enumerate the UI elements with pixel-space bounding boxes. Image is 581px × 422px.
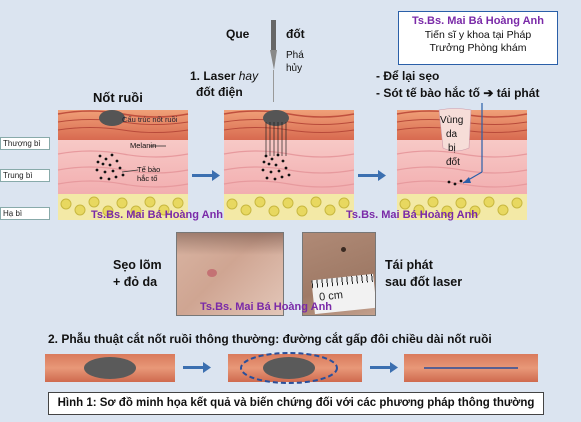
flow-arrow-2: [358, 170, 386, 181]
result-recur-post: tái phát: [496, 86, 540, 100]
annot-burned-1: Vùng: [440, 115, 464, 126]
tool-label-left: Que: [226, 27, 250, 41]
scar-label-2: + đỏ da: [113, 275, 158, 289]
caption: Hình 1: Sơ đồ minh họa kết quả và biến c…: [57, 397, 535, 409]
mole-body: [99, 110, 125, 126]
author-position: Trưởng Phòng khám: [429, 42, 527, 54]
author-title: Tiến sĩ y khoa tại Pháp: [424, 29, 532, 41]
skin-block-before: [57, 109, 189, 221]
step1-hay: hay: [238, 69, 259, 83]
step1-label: 1. Laser hay: [190, 69, 258, 83]
scar-label-1: Sẹo lõm: [113, 258, 162, 272]
flow-arrow-1: [192, 170, 220, 181]
author-name: Ts.Bs. Mai Bá Hoàng Anh: [411, 15, 544, 27]
result-recur-pre: - Sót tế bào hắc tố: [376, 86, 481, 100]
watermark: Ts.Bs. Mai Bá Hoàng Anh: [346, 209, 479, 221]
annot-cells-1: Tế bào: [137, 165, 161, 174]
skin-block-laser: [223, 109, 355, 221]
annot-burned-4: đốt: [446, 157, 460, 168]
layer-label-epidermis: Thượng bì: [0, 137, 50, 150]
mole-label: Nốt ruồi: [93, 90, 143, 105]
annot-burned-3: bị: [448, 143, 456, 154]
recur-label-1: Tái phát: [385, 258, 433, 272]
tool-sub-1: Phá: [286, 50, 304, 61]
step2-title: 2. Phẫu thuật cắt nốt ruồi thông thường:…: [48, 332, 492, 346]
layer-label-dermis: Trung bì: [0, 169, 50, 182]
watermark: Ts.Bs. Mai Bá Hoàng Anh: [91, 209, 224, 221]
surgery-step-suture: [404, 354, 538, 382]
step1-title: 1. Laser: [190, 69, 236, 83]
tool-label-right: đốt: [286, 27, 305, 41]
surgery-step-incision: [228, 352, 362, 384]
annot-burned-2: da: [446, 129, 458, 140]
scar-photo: [176, 232, 284, 316]
annot-structure: Cấu trúc nốt ruồi: [122, 115, 178, 124]
pointer-line: [462, 103, 483, 184]
recur-label-2: sau đốt laser: [385, 275, 463, 289]
layer-label-hypodermis: Hạ bì: [0, 207, 50, 220]
right-arrow-icon: ➔: [483, 86, 494, 100]
author-box: Ts.Bs. Mai Bá Hoàng Anh Tiến sĩ y khoa t…: [398, 11, 558, 65]
result-recur: - Sót tế bào hắc tố ➔ tái phát: [376, 86, 539, 100]
step1-line2: đốt điện: [196, 85, 243, 99]
annot-melanin: Melanin: [130, 141, 157, 150]
skin-diagram: [57, 20, 528, 221]
skin-block-after: [396, 108, 528, 221]
flow-arrow-3: [183, 362, 211, 373]
flow-arrow-4: [370, 362, 398, 373]
result-scar: - Để lại sẹo: [376, 69, 440, 83]
caption-box: Hình 1: Sơ đồ minh họa kết quả và biến c…: [48, 392, 544, 415]
electro-needle-icon: [270, 20, 277, 102]
tool-sub-2: hủy: [286, 63, 303, 74]
surgery-step-mole: [45, 354, 175, 382]
watermark: Ts.Bs. Mai Bá Hoàng Anh: [200, 301, 333, 313]
annot-cells-2: hắc tố: [137, 174, 158, 183]
recur-photo: 0 cm: [302, 232, 376, 316]
surgery-diagram: [45, 352, 538, 384]
